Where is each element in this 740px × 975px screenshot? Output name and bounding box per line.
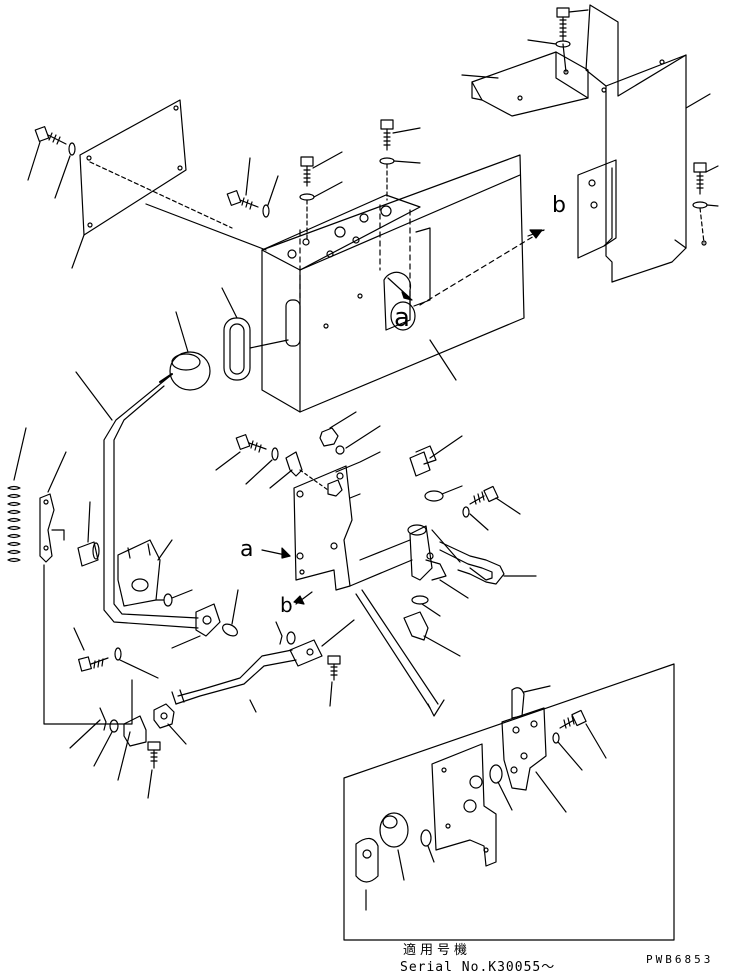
pin-icon — [275, 621, 283, 645]
applicability-title: 適用号機 — [403, 943, 472, 958]
bolt-icon — [327, 655, 341, 707]
knob-icon — [169, 311, 211, 391]
elbow-fitting-icon — [409, 435, 463, 477]
washer-icon — [527, 39, 571, 73]
spring-icon — [7, 427, 27, 563]
bolt-icon — [469, 485, 521, 515]
bushing — [77, 501, 100, 567]
bolt-icon — [693, 162, 719, 195]
washer-icon — [379, 157, 421, 201]
washer-icon — [299, 181, 343, 241]
o-ring — [424, 485, 463, 502]
callout-a-ring — [390, 301, 416, 331]
nut-icon — [319, 411, 357, 447]
cover-plate — [71, 99, 233, 269]
washer-icon — [286, 631, 296, 645]
washer-icon — [163, 589, 193, 607]
valve-bracket — [293, 451, 381, 591]
link-plate — [39, 451, 133, 725]
clevis — [117, 715, 147, 781]
bolt-icon — [226, 157, 259, 210]
bolt-icon — [300, 151, 343, 187]
switch-bracket — [577, 159, 617, 259]
arrow-a — [387, 277, 411, 299]
callout-b: b — [552, 193, 566, 218]
washer-icon — [54, 142, 76, 199]
bolt-icon — [215, 434, 267, 471]
lever-bracket — [117, 539, 173, 607]
bolt-icon — [27, 126, 67, 181]
hydraulic-hose — [439, 541, 537, 585]
angle-bracket — [461, 51, 589, 117]
control-lever — [75, 371, 199, 629]
pin-icon — [69, 707, 107, 749]
elbow-fitting-icon — [403, 611, 461, 657]
nut-icon — [153, 703, 187, 745]
washer-icon — [93, 719, 119, 767]
bolt-icon — [556, 7, 589, 41]
washer-icon — [245, 447, 279, 485]
o-ring — [411, 595, 441, 617]
callout-a: a — [394, 303, 410, 333]
washer-icon — [114, 647, 159, 679]
washer-icon — [262, 175, 279, 218]
washer-icon — [335, 425, 381, 455]
washer-icon — [692, 201, 719, 244]
bolt-icon — [147, 741, 161, 799]
detail-view-arrow — [355, 589, 445, 717]
lever-yoke — [171, 603, 221, 649]
detail-inset — [343, 663, 675, 941]
control-rod — [171, 619, 355, 713]
side-cover-panel — [585, 4, 711, 283]
drawing-number: PWB6853 — [646, 953, 714, 966]
clip-bracket — [269, 451, 329, 491]
washer-icon — [462, 506, 489, 531]
serial-number: Serial No.K30055～ — [400, 960, 556, 975]
callout-b-lower: b — [280, 593, 293, 617]
valve-body — [349, 524, 469, 599]
pin-icon — [222, 589, 239, 637]
leader-b — [419, 229, 545, 306]
callout-a-lower: a — [240, 537, 253, 562]
grommet-icon — [221, 287, 251, 381]
bolt-icon — [73, 627, 109, 672]
bolt-icon — [380, 119, 421, 151]
nut-icon — [327, 479, 343, 497]
